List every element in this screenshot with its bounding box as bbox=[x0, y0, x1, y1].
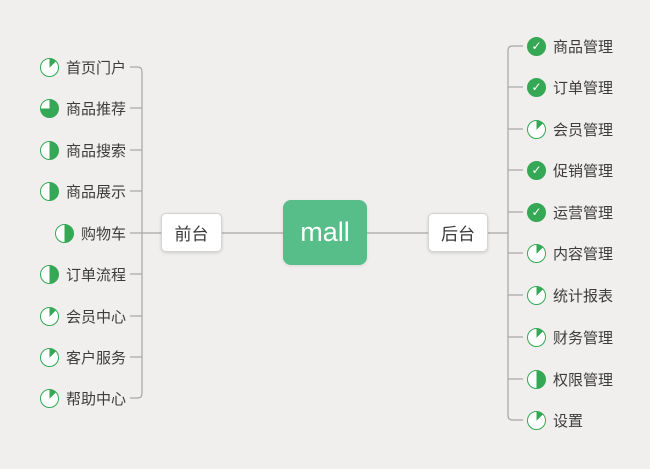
topic-label: 首页门户 bbox=[65, 59, 126, 77]
topic-row[interactable]: 商品推荐 bbox=[39, 95, 126, 121]
topic-row[interactable]: 订单流程 bbox=[39, 261, 126, 287]
task-progress-pie-icon[interactable] bbox=[527, 243, 546, 263]
task-progress-pie-icon[interactable] bbox=[527, 285, 546, 305]
topic-label: 商品推荐 bbox=[65, 100, 126, 118]
topic-label: 财务管理 bbox=[553, 329, 614, 347]
topic-row[interactable]: 帮助中心 bbox=[39, 385, 126, 411]
root-topic-mall[interactable]: mall bbox=[283, 200, 367, 265]
topic-row[interactable]: 设置 bbox=[527, 407, 583, 433]
branch-node-frontend[interactable]: 前台 bbox=[161, 213, 222, 252]
task-progress-pie-icon[interactable] bbox=[39, 140, 59, 160]
topic-row[interactable]: 会员管理 bbox=[527, 116, 613, 142]
topic-row[interactable]: 权限管理 bbox=[527, 366, 613, 392]
topic-row[interactable]: 内容管理 bbox=[527, 240, 613, 266]
topic-row[interactable]: 商品搜索 bbox=[39, 137, 126, 163]
task-progress-pie-icon[interactable] bbox=[527, 327, 546, 347]
topic-row[interactable]: 会员中心 bbox=[39, 303, 126, 329]
task-progress-pie-icon[interactable] bbox=[54, 223, 74, 243]
topic-label: 订单流程 bbox=[65, 266, 126, 284]
task-progress-pie-icon[interactable] bbox=[39, 57, 59, 77]
topic-row[interactable]: 购物车 bbox=[54, 220, 126, 246]
topic-row[interactable]: 商品管理 bbox=[527, 33, 613, 59]
task-progress-pie-icon[interactable] bbox=[39, 388, 59, 408]
topic-row[interactable]: 促销管理 bbox=[527, 157, 613, 183]
task-done-check-icon[interactable] bbox=[527, 36, 546, 56]
topic-label: 促销管理 bbox=[553, 162, 614, 180]
topic-label: 会员管理 bbox=[553, 121, 614, 139]
topic-row[interactable]: 统计报表 bbox=[527, 282, 613, 308]
task-done-check-icon[interactable] bbox=[527, 77, 546, 97]
topic-label: 商品搜索 bbox=[65, 142, 126, 160]
task-progress-pie-icon[interactable] bbox=[39, 347, 59, 367]
topic-label: 帮助中心 bbox=[65, 390, 126, 408]
topic-label: 设置 bbox=[553, 412, 584, 430]
task-progress-pie-icon[interactable] bbox=[39, 98, 59, 118]
task-progress-pie-icon[interactable] bbox=[39, 306, 59, 326]
topic-row[interactable]: 商品展示 bbox=[39, 178, 126, 204]
topic-label: 内容管理 bbox=[553, 245, 614, 263]
topic-row[interactable]: 财务管理 bbox=[527, 324, 613, 350]
task-progress-pie-icon[interactable] bbox=[527, 410, 546, 430]
topic-label: 权限管理 bbox=[553, 371, 614, 389]
task-progress-pie-icon[interactable] bbox=[39, 181, 59, 201]
task-progress-pie-icon[interactable] bbox=[527, 369, 546, 389]
branch-node-backend[interactable]: 后台 bbox=[428, 213, 488, 252]
topic-label: 商品管理 bbox=[553, 38, 614, 56]
topic-label: 购物车 bbox=[80, 225, 126, 243]
topic-row[interactable]: 订单管理 bbox=[527, 74, 613, 100]
topic-label: 会员中心 bbox=[65, 308, 126, 326]
topic-label: 订单管理 bbox=[553, 79, 614, 97]
topic-label: 统计报表 bbox=[553, 287, 614, 305]
topic-row[interactable]: 首页门户 bbox=[39, 54, 126, 80]
task-done-check-icon[interactable] bbox=[527, 160, 546, 180]
topic-label: 商品展示 bbox=[65, 183, 126, 201]
topic-label: 运营管理 bbox=[553, 204, 614, 222]
topic-row[interactable]: 运营管理 bbox=[527, 199, 613, 225]
task-done-check-icon[interactable] bbox=[527, 202, 546, 222]
topic-label: 客户服务 bbox=[65, 349, 126, 367]
task-progress-pie-icon[interactable] bbox=[527, 119, 546, 139]
topic-row[interactable]: 客户服务 bbox=[39, 344, 126, 370]
task-progress-pie-icon[interactable] bbox=[39, 264, 59, 284]
